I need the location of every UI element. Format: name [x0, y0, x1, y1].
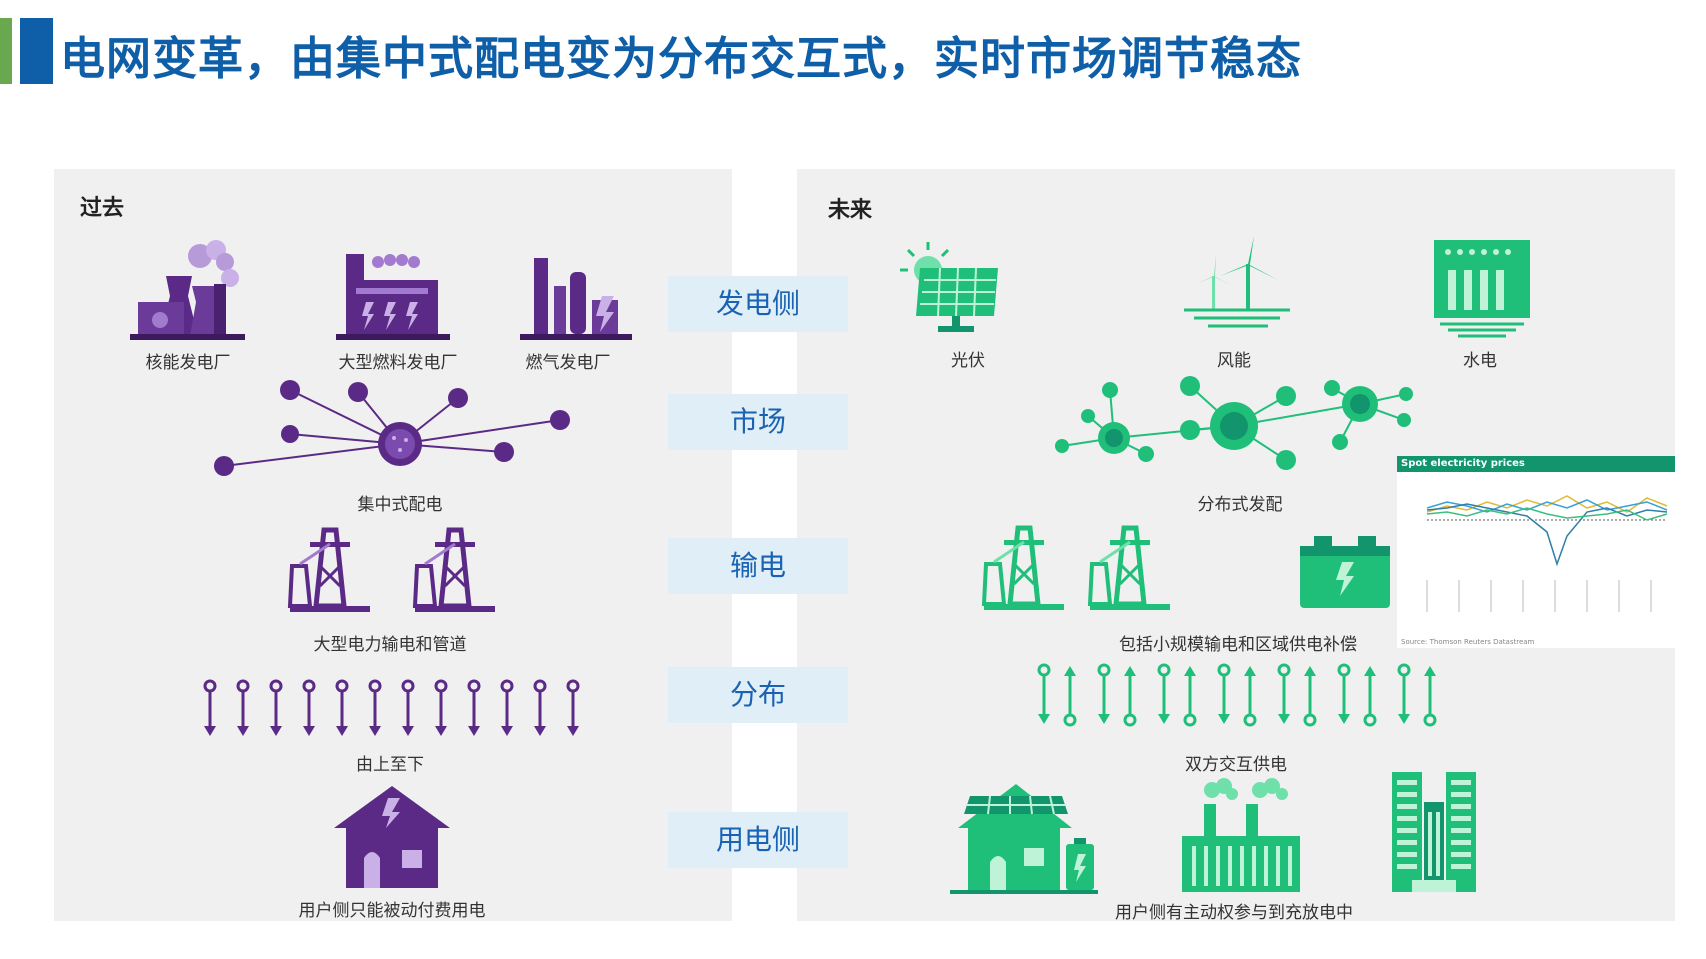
label-generation-side: 发电侧: [668, 276, 848, 332]
caption-centralized-distribution: 集中式配电: [357, 495, 443, 515]
caption-wind: 风能: [1217, 351, 1251, 371]
future-heading: 未来: [828, 198, 873, 223]
inset-chart-source: Source: Thomson Reuters Datastream: [1401, 638, 1535, 646]
caption-gas-plant: 燃气发电厂: [525, 353, 611, 373]
fuel-plant-icon: [336, 254, 450, 340]
solar-panel-icon: [900, 242, 998, 332]
label-market: 市场: [668, 394, 848, 450]
label-distribution: 分布: [668, 667, 848, 723]
wind-turbine-icon: [1184, 236, 1290, 328]
title-accent-blue: [20, 18, 53, 84]
caption-solar: 光伏: [951, 351, 985, 371]
label-consumption-side: 用电侧: [668, 812, 848, 868]
caption-hydro: 水电: [1463, 351, 1497, 371]
caption-fuel-plant: 大型燃料发电厂: [338, 353, 458, 373]
downward-arrows-icon: [203, 679, 580, 736]
caption-passive-user: 用户侧只能被动付费用电: [298, 901, 486, 921]
caption-small-transmission: 包括小规模输电和区域供电补偿: [1119, 635, 1357, 655]
transmission-tower-icon: [981, 525, 1064, 610]
label-transmission: 输电: [668, 538, 848, 594]
caption-bidirectional-supply: 双方交互供电: [1185, 755, 1287, 775]
hydro-dam-icon: [1434, 240, 1530, 338]
past-heading: 过去: [80, 196, 125, 221]
office-building-icon: [1392, 772, 1476, 892]
caption-large-transmission: 大型电力输电和管道: [313, 635, 467, 655]
house-icon: [334, 786, 450, 888]
title-accent-green: [0, 18, 12, 84]
gas-plant-icon: [520, 258, 632, 340]
caption-nuclear-plant: 核能发电厂: [145, 353, 231, 373]
factory-icon: [1182, 778, 1300, 892]
transmission-tower-icon: [1087, 525, 1170, 610]
solar-house-icon: [950, 784, 1098, 894]
transmission-tower-icon: [412, 527, 495, 612]
bidirectional-arrows-icon: [1037, 663, 1437, 727]
battery-icon: [1300, 536, 1390, 608]
page-title: 电网变革，由集中式配电变为分布交互式，实时市场调节稳态: [60, 32, 1303, 85]
nuclear-plant-icon: [130, 240, 245, 340]
distributed-network-icon: [1055, 376, 1413, 470]
spot-price-chart-inset: Spot electricity prices Source: Thomson …: [1397, 456, 1675, 648]
transmission-tower-icon: [287, 527, 370, 612]
caption-active-user: 用户侧有主动权参与到充放电中: [1115, 903, 1353, 923]
caption-distributed-distribution: 分布式发配: [1197, 495, 1283, 515]
centralized-network-icon: [214, 380, 570, 476]
caption-top-down: 由上至下: [356, 755, 424, 775]
inset-chart-title: Spot electricity prices: [1397, 456, 1675, 472]
inset-chart-lines: [1426, 495, 1668, 612]
